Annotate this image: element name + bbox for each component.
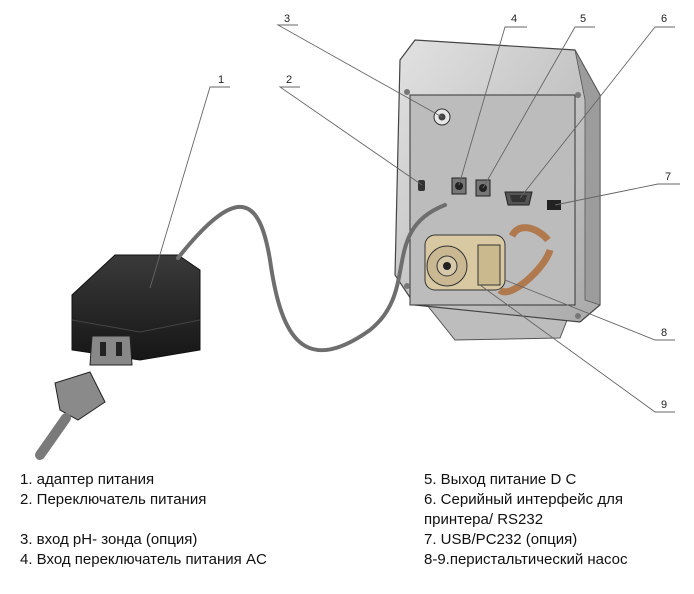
legend-right: 5. Выход питание D C 6. Серийный интерфе… (424, 470, 628, 570)
callout-4: 4 (511, 13, 517, 25)
usb-port (547, 200, 561, 210)
callout-1: 1 (218, 74, 224, 86)
legend-item-4: 4. Вход переключатель питания AC (20, 551, 267, 568)
legend-item-7: 7. USB/PC232 (опция) (424, 531, 578, 548)
callout-8: 8 (661, 327, 667, 339)
callout-9: 9 (661, 399, 667, 411)
dc-cable (176, 203, 447, 353)
legend-item-1: 1. адаптер питания (20, 471, 155, 488)
legend-item-5: 5. Выход питание D C (424, 471, 577, 488)
power-switch (418, 180, 425, 191)
legend-item-3: 3. вход pH- зонда (опция) (20, 531, 198, 548)
callout-7: 7 (665, 171, 671, 183)
callout-2: 2 (286, 74, 292, 86)
peristaltic-pump (424, 224, 554, 296)
rs232-port (504, 191, 533, 206)
legend-item-6-cont: принтера/ RS232 (424, 511, 544, 528)
legend-item-2: 2. Переключатель питания (20, 491, 207, 508)
power-adapter (71, 254, 201, 366)
device-diagram: 1 2 3 4 5 6 7 8 9 (35, 13, 680, 460)
callout-lines (149, 24, 680, 413)
callout-5: 5 (580, 13, 586, 25)
ac-power-input (451, 177, 467, 195)
legend-item-6: 6. Серийный интерфейс для (424, 491, 623, 508)
callout-3: 3 (284, 13, 290, 25)
legend-left: 1. адаптер питания 2. Переключатель пита… (20, 470, 267, 570)
callout-6: 6 (661, 13, 667, 25)
ac-plug (35, 371, 106, 460)
legend-item-8-9: 8-9.перистальтический насос (424, 551, 628, 568)
